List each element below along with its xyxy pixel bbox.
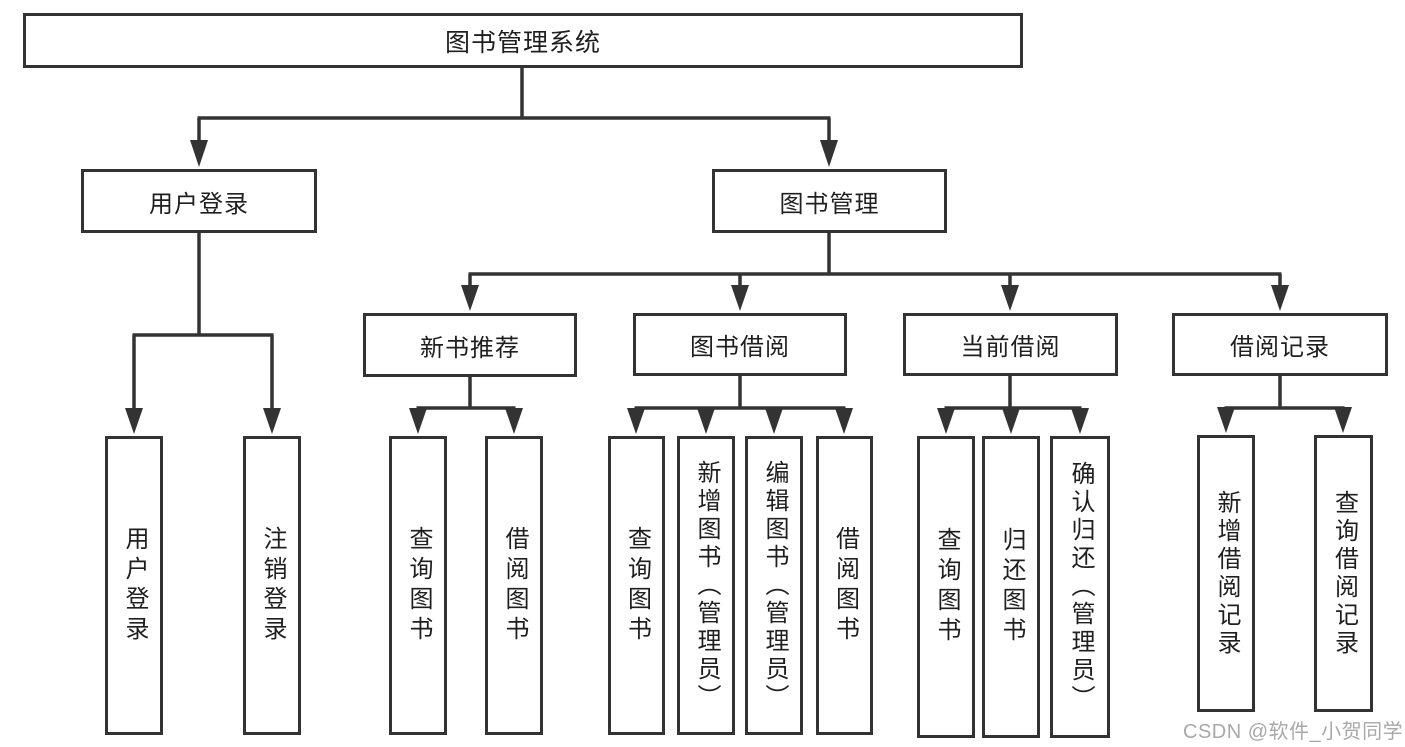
node-current-borrowing: 当前借阅: [903, 313, 1118, 376]
node-label: 注销登录: [259, 525, 286, 646]
node-label: 确认归还（管理员）: [1067, 461, 1094, 713]
leaf-borrow-books: 借阅图书: [485, 436, 543, 735]
node-label: 新增借阅记录: [1213, 489, 1240, 658]
leaf-edit-books-admin: 编辑图书（管理员）: [745, 436, 803, 735]
node-label: 新书推荐: [420, 334, 520, 362]
node-book-borrowing: 图书借阅: [633, 313, 847, 376]
leaf-query-books: 查询图书: [917, 436, 975, 738]
node-label: 查询借阅记录: [1330, 489, 1358, 658]
leaf-confirm-return-admin: 确认归还（管理员）: [1050, 436, 1110, 738]
arrowhead: [1271, 285, 1289, 311]
node-label: 当前借阅: [960, 334, 1061, 361]
node-label: 新增图书（管理员）: [693, 459, 720, 712]
watermark: CSDN @软件_小贺同学: [1183, 721, 1404, 743]
node-label: 编辑图书（管理员）: [761, 459, 788, 712]
leaf-query-borrow-record: 查询借阅记录: [1314, 435, 1373, 712]
arrowhead: [627, 408, 645, 434]
node-label: 归还图书: [998, 527, 1025, 647]
arrowhead: [1217, 407, 1235, 433]
node-label: 用户登录: [121, 525, 148, 646]
arrowhead: [1001, 285, 1019, 311]
arrowhead: [731, 285, 749, 311]
node-new-book-recommend: 新书推荐: [363, 313, 577, 377]
arrowhead: [505, 408, 523, 434]
node-label: 借阅记录: [1230, 334, 1330, 361]
leaf-return-books: 归还图书: [982, 436, 1040, 738]
leaf-user-login: 用户登录: [105, 436, 163, 735]
arrowheads: [125, 140, 1352, 434]
arrowhead: [697, 408, 715, 434]
leaf-borrow-books: 借阅图书: [816, 436, 873, 735]
arrowhead: [820, 140, 838, 167]
node-library-management-system: 图书管理系统: [23, 13, 1023, 68]
node-label: 图书借阅: [690, 334, 790, 361]
node-label: 图书管理系统: [444, 28, 601, 57]
node-label: 查询图书: [623, 525, 651, 646]
node-label: 借阅图书: [831, 525, 859, 646]
leaf-query-books: 查询图书: [389, 436, 447, 735]
arrowhead: [263, 408, 281, 434]
node-label: 借阅图书: [501, 525, 528, 646]
node-user-login: 用户登录: [81, 169, 317, 233]
arrowhead: [1071, 408, 1089, 434]
arrowhead: [461, 285, 479, 311]
arrowhead: [125, 408, 143, 434]
leaf-query-books: 查询图书: [608, 436, 665, 735]
node-label: 用户登录: [149, 190, 249, 218]
leaf-add-books-admin: 新增图书（管理员）: [677, 436, 735, 735]
node-book-management: 图书管理: [712, 169, 947, 233]
leaf-add-borrow-record: 新增借阅记录: [1197, 435, 1255, 712]
leaf-logout: 注销登录: [243, 436, 301, 735]
arrowhead: [937, 408, 955, 434]
arrowhead: [1334, 407, 1352, 433]
node-label: 图书管理: [779, 190, 880, 218]
node-label: 查询图书: [405, 525, 432, 646]
arrowhead: [190, 140, 208, 167]
node-label: 查询图书: [933, 527, 960, 647]
arrowhead: [409, 408, 427, 434]
arrowhead: [765, 408, 783, 434]
arrowhead: [835, 408, 853, 434]
node-borrowing-records: 借阅记录: [1172, 313, 1388, 376]
arrowhead: [1002, 408, 1020, 434]
